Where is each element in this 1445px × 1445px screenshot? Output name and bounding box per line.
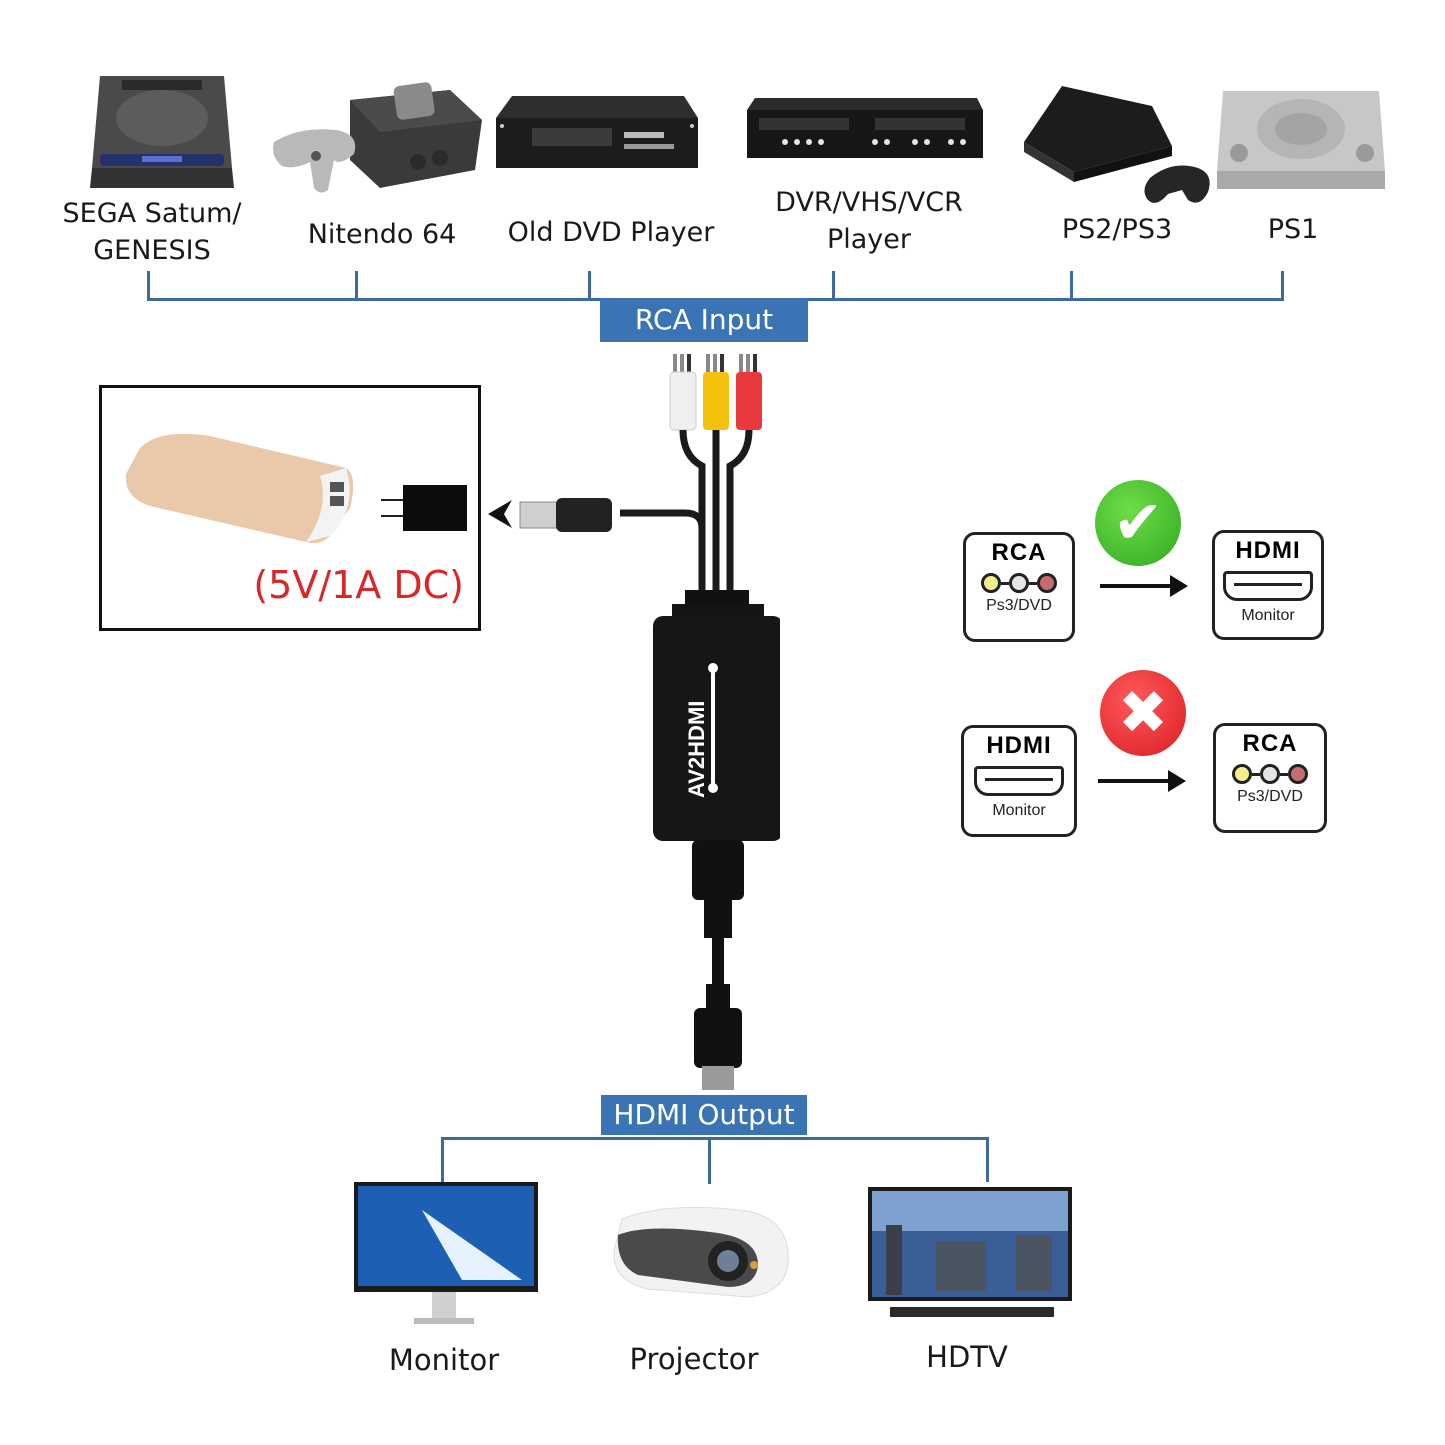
input-drop-line (1281, 271, 1284, 301)
hdmi-source-box: HDMI Monitor (961, 725, 1077, 837)
box-title: RCA (1242, 730, 1298, 757)
input-drop-line (588, 271, 591, 301)
projector-icon (613, 1206, 789, 1298)
output-drop-line (986, 1137, 989, 1182)
power-bank-icon (125, 433, 354, 544)
output-drop-line (441, 1137, 444, 1182)
box-subtitle: Ps3/DVD (986, 597, 1052, 614)
rca-ports-icon (966, 573, 1072, 593)
nintendo-64-console-icon (273, 82, 482, 193)
input-drop-line (1070, 271, 1073, 301)
output-bus-line (441, 1137, 989, 1140)
device-label-ps1: PS1 (1267, 214, 1319, 245)
device-label-n64: Nitendo 64 (307, 219, 457, 250)
rca-plug-red (736, 354, 762, 430)
adapter-brand-label: AV2HDMI (684, 701, 709, 798)
wall-adapter-icon (381, 485, 467, 531)
cross-icon: ✖ (1100, 670, 1186, 756)
output-label-projector: Projector (629, 1342, 759, 1376)
input-drop-line (832, 271, 835, 301)
hdmi-target-box: HDMI Monitor (1212, 530, 1324, 640)
rca-source-box: RCA Ps3/DVD (963, 532, 1075, 642)
arrow-right-icon (1100, 575, 1188, 597)
power-source-box: (5V/1A DC) (99, 385, 481, 631)
input-drop-line (355, 271, 358, 301)
av2hdmi-cable-assembly: AV2HDMI (620, 354, 780, 1090)
output-drop-line (708, 1137, 711, 1184)
output-label-monitor: Monitor (388, 1343, 500, 1377)
device-label-ps3: PS2/PS3 (1061, 214, 1173, 245)
rca-plug-white (669, 354, 697, 431)
hdmi-output-tag: HDMI Output (601, 1095, 807, 1135)
sega-saturn-console-icon (90, 76, 234, 188)
check-icon: ✔ (1095, 480, 1181, 566)
box-title: HDMI (1235, 537, 1301, 564)
dvd-player-icon (496, 96, 698, 168)
rca-input-tag: RCA Input (600, 298, 808, 342)
device-label-dvd: Old DVD Player (507, 217, 715, 248)
box-subtitle: Ps3/DVD (1237, 788, 1303, 805)
box-title: HDMI (986, 732, 1052, 759)
box-subtitle: Monitor (1241, 607, 1295, 624)
hdtv-icon (868, 1187, 1072, 1317)
rca-ports-icon (1216, 764, 1324, 784)
hdmi-port-icon (1223, 571, 1313, 601)
box-title: RCA (991, 539, 1047, 566)
playstation-1-icon (1217, 91, 1385, 189)
input-drop-line (147, 271, 150, 301)
hdmi-port-icon (974, 766, 1064, 796)
power-spec-label: (5V/1A DC) (253, 563, 464, 607)
usb-power-plug-icon (488, 498, 612, 532)
monitor-icon (354, 1182, 538, 1324)
vcr-player-icon (747, 98, 983, 158)
arrow-right-icon (1098, 770, 1186, 792)
playstation-3-icon (1024, 86, 1210, 203)
device-label-sega: SEGA Satum/GENESIS (62, 198, 242, 266)
box-subtitle: Monitor (992, 802, 1046, 819)
rca-plug-yellow (703, 354, 729, 430)
output-label-hdtv: HDTV (926, 1340, 1008, 1374)
rca-target-box: RCA Ps3/DVD (1213, 723, 1327, 833)
